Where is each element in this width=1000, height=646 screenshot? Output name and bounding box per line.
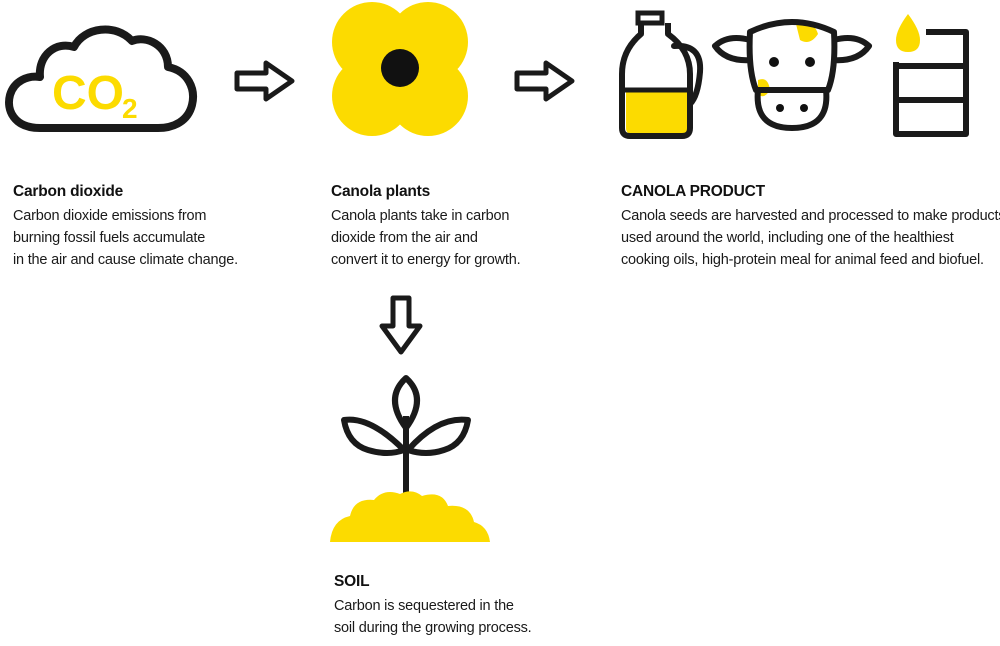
arrow-right-icon <box>234 60 295 102</box>
soil-mound-icon <box>330 491 490 542</box>
canola-product-block: CANOLA PRODUCT Canola seeds are harveste… <box>621 183 1000 271</box>
carbon-dioxide-title: Carbon dioxide <box>13 183 124 200</box>
carbon-dioxide-block: Carbon dioxide Carbon dioxide emissions … <box>13 183 238 271</box>
canola-flower-icon <box>332 2 468 136</box>
canola-plants-line-1: Canola plants take in carbon <box>331 208 510 224</box>
canola-product-line-2: used around the world, including one of … <box>621 230 954 246</box>
canola-product-line-3: cooking oils, high-protein meal for anim… <box>621 252 984 268</box>
cloud-co2-icon: CO 2 <box>5 25 197 132</box>
oil-bottle-icon <box>619 10 704 139</box>
arrow-down-icon <box>379 295 423 355</box>
cow-icon <box>712 19 872 131</box>
arrow-right-icon <box>514 60 575 102</box>
canola-plants-line-2: dioxide from the air and <box>331 230 478 246</box>
co2-main-label: CO <box>52 67 124 120</box>
co2-subscript-label: 2 <box>122 93 138 124</box>
sprout-icon <box>341 375 471 496</box>
canola-product-line-1: Canola seeds are harvested and processed… <box>621 208 1000 224</box>
soil-title: SOIL <box>334 573 370 590</box>
canola-plants-line-3: convert it to energy for growth. <box>331 252 521 268</box>
carbon-dioxide-line-1: Carbon dioxide emissions from <box>13 208 207 224</box>
soil-line-1: Carbon is sequestered in the <box>334 598 514 614</box>
biofuel-barrel-icon <box>893 14 969 137</box>
canola-product-title: CANOLA PRODUCT <box>621 183 765 200</box>
carbon-dioxide-line-3: in the air and cause climate change. <box>13 252 238 268</box>
soil-line-2: soil during the growing process. <box>334 620 532 636</box>
soil-block: SOIL Carbon is sequestered in the soil d… <box>334 573 532 639</box>
canola-plants-block: Canola plants Canola plants take in carb… <box>331 183 521 271</box>
canola-plants-title: Canola plants <box>331 183 431 200</box>
carbon-dioxide-line-2: burning fossil fuels accumulate <box>13 230 206 246</box>
